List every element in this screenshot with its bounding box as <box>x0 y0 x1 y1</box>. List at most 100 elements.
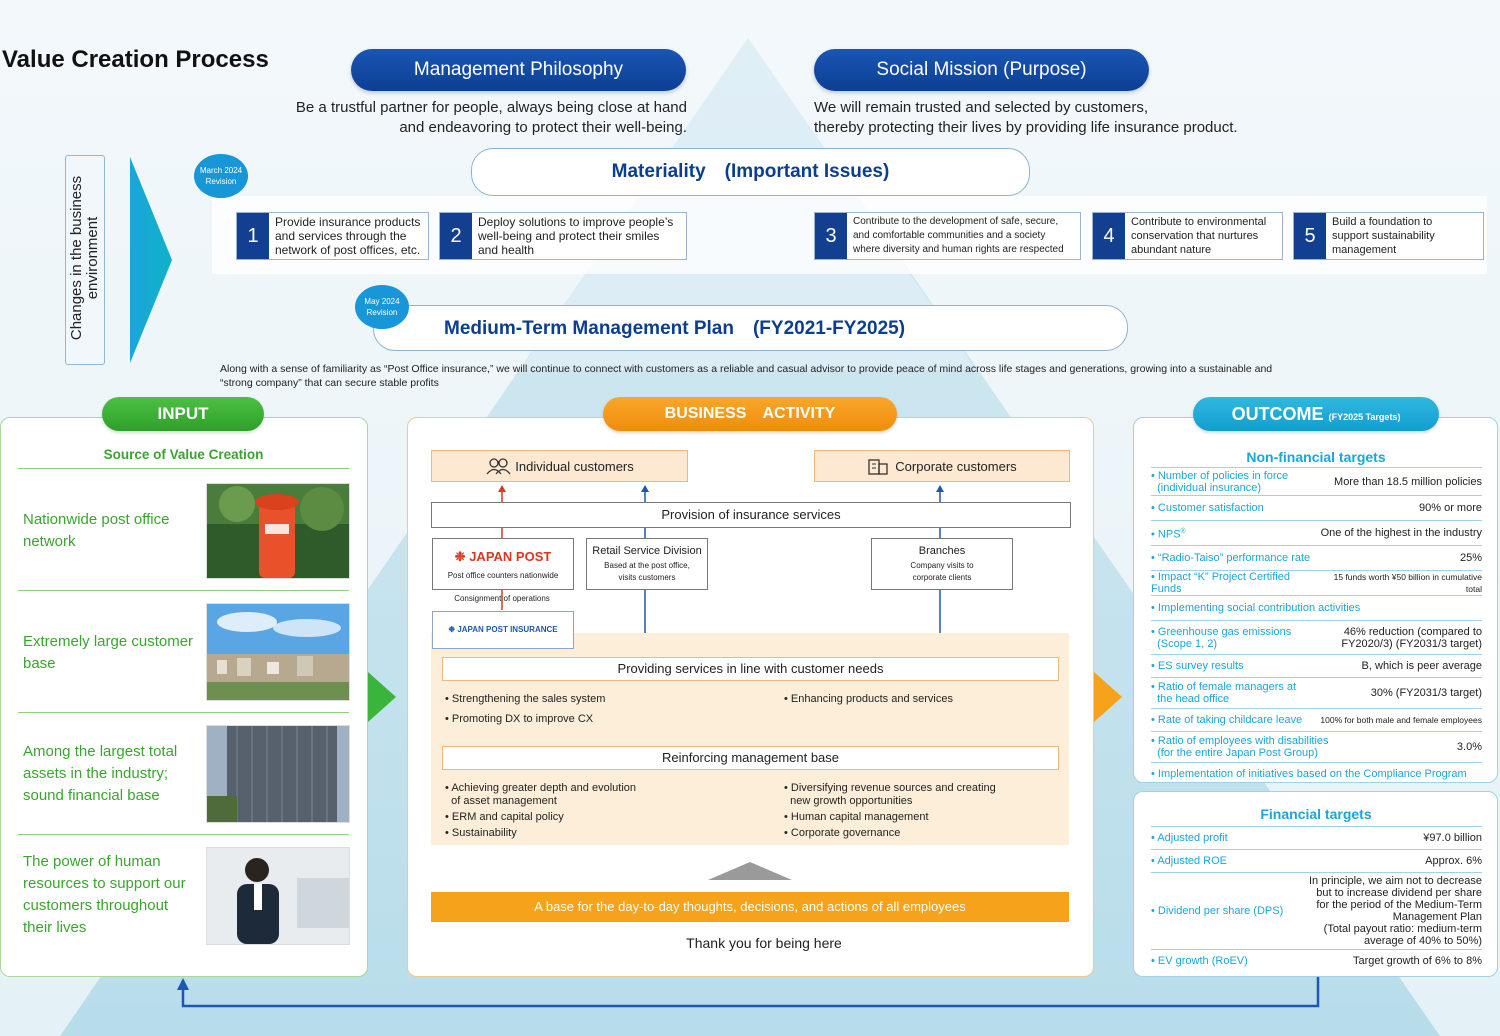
mission-line: We will remain trusted and selected by c… <box>814 99 1149 116</box>
financial-title: Financial targets <box>1260 806 1372 822</box>
bullet-text: Achieving greater depth and evolution <box>451 782 636 794</box>
bullet-text: Corporate governance <box>790 827 901 839</box>
bullet-text: ERM and capital policy <box>451 811 564 823</box>
env-line: Changes in the business <box>68 175 85 341</box>
nonfin-value-line: FY2020/3) (FY2031/3 target) <box>1341 637 1482 650</box>
japan-post-sub: Post office counters nationwide <box>447 571 559 580</box>
nonfin-row: • Implementing social contribution activ… <box>1151 595 1482 620</box>
fin-value: Approx. 6% <box>1425 855 1482 867</box>
nonfin-label-text: Rate of taking childcare leave <box>1157 714 1303 726</box>
bullet-item: • Human capital management <box>784 811 929 823</box>
input-line: sound financial base <box>23 787 160 804</box>
input-line: network <box>23 533 76 550</box>
outcome-header-sub: (FY2025 Targets) <box>1328 412 1401 422</box>
fin-value-line: average of 40% to 50%) <box>1363 935 1482 947</box>
mtmp-description: Along with a sense of familiarity as “Po… <box>220 362 1380 390</box>
fin-value-line: but to increase dividend per share <box>1316 887 1482 899</box>
nonfinancial-list: • Number of policies in force (individua… <box>1151 467 1482 785</box>
nonfin-label-text: Ratio of female managers at <box>1157 681 1297 693</box>
bullet-text: Diversifying revenue sources and creatin… <box>790 782 996 794</box>
bullet-text: of asset management <box>451 795 557 807</box>
input-line: Nationwide post office <box>23 511 170 528</box>
input-label: Extremely large customer base <box>23 631 203 675</box>
branches-line: Company visits to <box>910 561 974 570</box>
fin-label: • Adjusted ROE <box>1151 855 1228 867</box>
retail-division-box: Retail Service Division Based at the pos… <box>586 538 708 590</box>
needs-right-list: • Enhancing products and services <box>784 693 1054 706</box>
nonfin-row: • ES survey results B, which is peer ave… <box>1151 654 1482 677</box>
outcome-header: OUTCOME (FY2025 Targets) <box>1193 397 1439 431</box>
materiality-text: Provide insurance products and services … <box>269 213 426 259</box>
nonfin-value: 25% <box>1459 552 1482 564</box>
nonfin-label: • “Radio-Taiso” performance rate <box>1151 552 1311 564</box>
nonfin-label-text: (individual insurance) <box>1157 481 1262 494</box>
mat-line: well-being and protect their smiles <box>478 229 660 243</box>
nonfin-label-text: Customer satisfaction <box>1157 502 1264 514</box>
retail-desc: Based at the post office, visits custome… <box>587 560 707 584</box>
nonfin-label-text: the head office <box>1157 693 1230 705</box>
nonfin-value: 100% for both male and female employees <box>1320 715 1482 725</box>
business-header: BUSINESS ACTIVITY <box>603 397 897 431</box>
fin-row: • Dividend per share (DPS) In principle,… <box>1151 872 1482 949</box>
nonfin-label: • Implementation of initiatives based on… <box>1151 768 1467 780</box>
japan-post-logo: ❉ JAPAN POST <box>433 549 573 565</box>
individual-customers-box: Individual customers <box>431 450 688 482</box>
consignment-label: Consignment of operations <box>454 594 550 603</box>
mission-line: thereby protecting their lives by provid… <box>814 119 1238 136</box>
bullet-item: • ERM and capital policy <box>445 811 564 823</box>
japan-post-box: ❉ JAPAN POST Post office counters nation… <box>432 538 574 590</box>
office-building-photo <box>206 725 350 823</box>
thanks-text: Thank you for being here <box>686 935 842 951</box>
business-connectors <box>498 485 944 633</box>
bullet-text: Strengthening the sales system <box>451 693 606 705</box>
nonfin-label-text: “Radio-Taiso” performance rate <box>1157 552 1311 564</box>
materiality-item-2: 2 Deploy solutions to improve people’s w… <box>439 212 687 260</box>
employee-photo <box>206 847 350 945</box>
input-line: Among the largest total <box>23 743 178 760</box>
nonfin-row: • Greenhouse gas emissions (Scope 1, 2) … <box>1151 620 1482 654</box>
bullet-item: • Enhancing products and services <box>784 693 953 705</box>
nonfin-label: • Ratio of employees with disabilities (… <box>1151 735 1329 759</box>
materiality-text: Contribute to environmental conservation… <box>1125 213 1272 259</box>
nonfin-row: • Ratio of female managers at the head o… <box>1151 677 1482 708</box>
corporate-customers-label: Corporate customers <box>895 458 1017 474</box>
jpi-logo-icon: ❉ <box>448 625 456 634</box>
fin-value-line: for the period of the Medium-Term <box>1316 899 1482 911</box>
mtmp-revision-badge: May 2024 Revision <box>355 285 409 329</box>
social-mission-pill: Social Mission (Purpose) <box>814 49 1149 91</box>
mat-line: management <box>1332 244 1397 256</box>
jp-insurance-label: JAPAN POST INSURANCE <box>457 625 558 634</box>
mat-line: where diversity and human rights are res… <box>853 244 1064 255</box>
nonfin-row: • Ratio of employees with disabilities (… <box>1151 731 1482 762</box>
bullet-text: Sustainability <box>451 827 517 839</box>
mtmp-title: Medium-Term Management Plan (FY2021-FY20… <box>373 305 1128 351</box>
bullet-text: Human capital management <box>790 811 929 823</box>
input-label: Nationwide post office network <box>23 509 203 553</box>
nonfin-label: • Implementing social contribution activ… <box>1151 602 1361 614</box>
materiality-item-4: 4 Contribute to environmental conservati… <box>1092 212 1283 260</box>
input-item: Among the largest total assets in the in… <box>18 712 350 833</box>
input-label: The power of human resources to support … <box>23 851 208 939</box>
nonfin-value: B, which is peer average <box>1361 660 1482 672</box>
fin-row: • Adjusted profit ¥97.0 billion <box>1151 826 1482 849</box>
needs-left-list: • Strengthening the sales system • Promo… <box>445 693 775 726</box>
materiality-item-5: 5 Build a foundation to support sustaina… <box>1293 212 1484 260</box>
mat-line: and services through the <box>275 229 407 243</box>
materiality-number: 3 <box>815 213 847 259</box>
outcome-header-label: OUTCOME <box>1231 404 1324 424</box>
jp-logo-icon: ❉ <box>454 549 466 564</box>
nonfin-label: • Rate of taking childcare leave <box>1151 714 1303 726</box>
fin-value: ¥97.0 billion <box>1423 832 1482 844</box>
nonfin-label-text: Impact “K” Project Certified Funds <box>1151 571 1290 595</box>
materiality-number: 1 <box>237 213 269 259</box>
social-mission-text: We will remain trusted and selected by c… <box>814 98 1294 138</box>
fin-value: Target growth of 6% to 8% <box>1352 955 1482 967</box>
fin-value-line: In principle, we aim not to decrease <box>1308 875 1482 887</box>
revision-line: March 2024 <box>199 166 243 175</box>
bullet-item: • Corporate governance <box>784 827 901 839</box>
mat-line: support sustainability <box>1332 230 1435 242</box>
nonfin-row: • “Radio-Taiso” performance rate 25% <box>1151 545 1482 570</box>
nonfin-label-text: ES survey results <box>1157 660 1244 672</box>
bullet-text: Enhancing products and services <box>790 693 953 705</box>
